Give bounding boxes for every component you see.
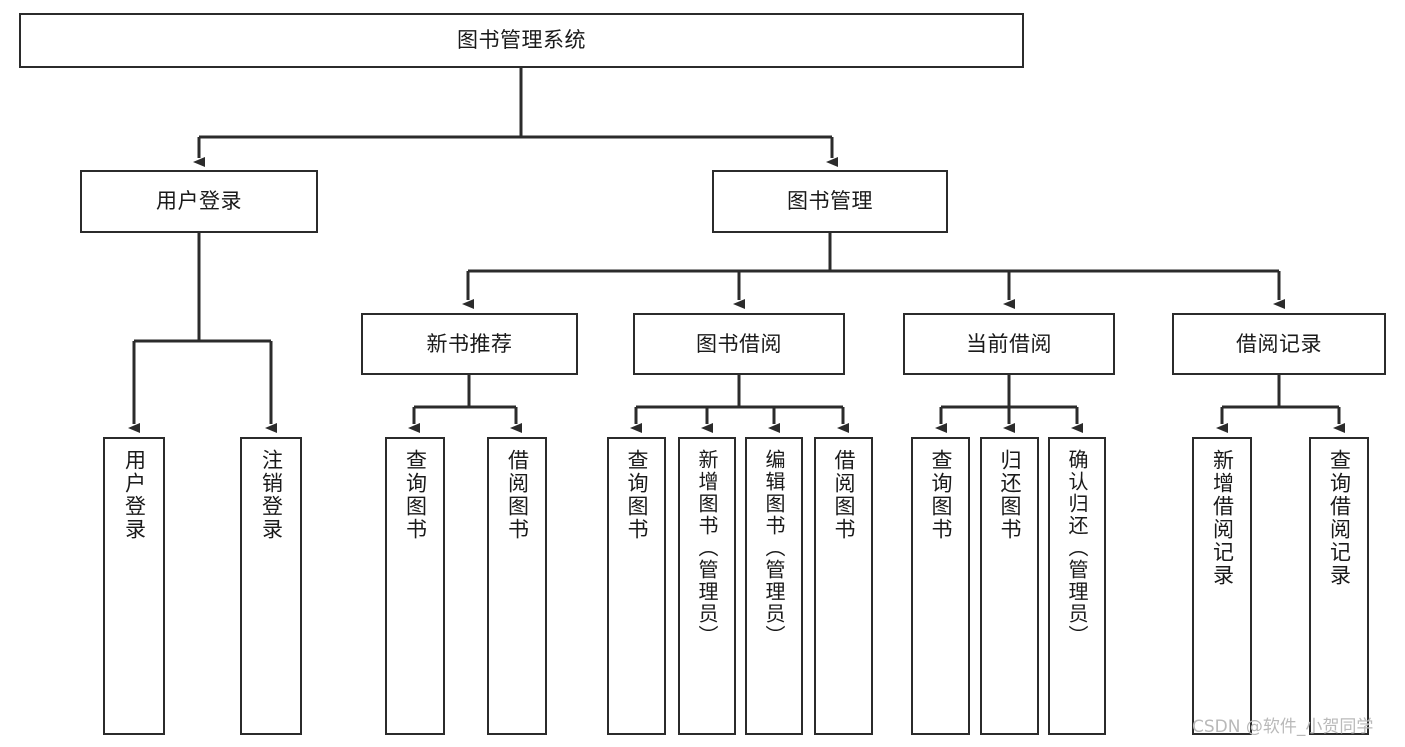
node-label: 查询图书 xyxy=(625,449,649,541)
node-label: 归还图书 xyxy=(998,449,1022,541)
node-label: 查询图书 xyxy=(929,449,953,541)
node-label: 查询图书 xyxy=(403,449,428,541)
leaf-confirm-return-admin[interactable]: 确认归还（管理员） xyxy=(1048,437,1106,735)
node-book-management[interactable]: 图书管理 xyxy=(712,170,948,233)
node-new-book-recommendation[interactable]: 新书推荐 xyxy=(361,313,578,375)
leaf-logout[interactable]: 注销登录 xyxy=(240,437,302,735)
csdn-watermark: CSDN @软件_小贺同学 xyxy=(1192,717,1374,737)
node-borrowing-record[interactable]: 借阅记录 xyxy=(1172,313,1386,375)
node-label: 新书推荐 xyxy=(426,331,513,356)
node-label: 编辑图书（管理员） xyxy=(762,449,786,647)
node-label: 注销登录 xyxy=(259,449,284,541)
leaf-borrow-book-borrowing[interactable]: 借阅图书 xyxy=(814,437,873,735)
node-label: 用户登录 xyxy=(156,189,242,214)
node-label: 查询借阅记录 xyxy=(1327,449,1352,587)
node-label: 新增借阅记录 xyxy=(1210,449,1235,587)
leaf-query-book-current[interactable]: 查询图书 xyxy=(911,437,970,735)
leaf-add-borrow-record[interactable]: 新增借阅记录 xyxy=(1192,437,1252,735)
node-label: 借阅图书 xyxy=(832,449,856,541)
leaf-borrow-book-recommendation[interactable]: 借阅图书 xyxy=(487,437,547,735)
node-label: 借阅记录 xyxy=(1236,331,1322,356)
node-label: 当前借阅 xyxy=(966,331,1052,356)
node-user-login[interactable]: 用户登录 xyxy=(80,170,318,233)
node-label: 图书借阅 xyxy=(696,331,782,356)
node-label: 借阅图书 xyxy=(505,449,530,541)
node-label: 图书管理 xyxy=(787,189,873,214)
node-current-borrowing[interactable]: 当前借阅 xyxy=(903,313,1115,375)
leaf-edit-book-admin[interactable]: 编辑图书（管理员） xyxy=(745,437,803,735)
node-label: 用户登录 xyxy=(122,449,147,541)
leaf-query-book-borrowing[interactable]: 查询图书 xyxy=(607,437,666,735)
leaf-query-book-recommendation[interactable]: 查询图书 xyxy=(385,437,445,735)
node-label: 图书管理系统 xyxy=(457,28,586,53)
leaf-return-book[interactable]: 归还图书 xyxy=(980,437,1039,735)
node-label: 新增图书（管理员） xyxy=(695,449,719,647)
node-root-book-management-system[interactable]: 图书管理系统 xyxy=(19,13,1024,68)
leaf-add-book-admin[interactable]: 新增图书（管理员） xyxy=(678,437,736,735)
leaf-user-login[interactable]: 用户登录 xyxy=(103,437,165,735)
node-label: 确认归还（管理员） xyxy=(1065,449,1089,647)
leaf-query-borrow-record[interactable]: 查询借阅记录 xyxy=(1309,437,1369,735)
node-book-borrowing[interactable]: 图书借阅 xyxy=(633,313,845,375)
